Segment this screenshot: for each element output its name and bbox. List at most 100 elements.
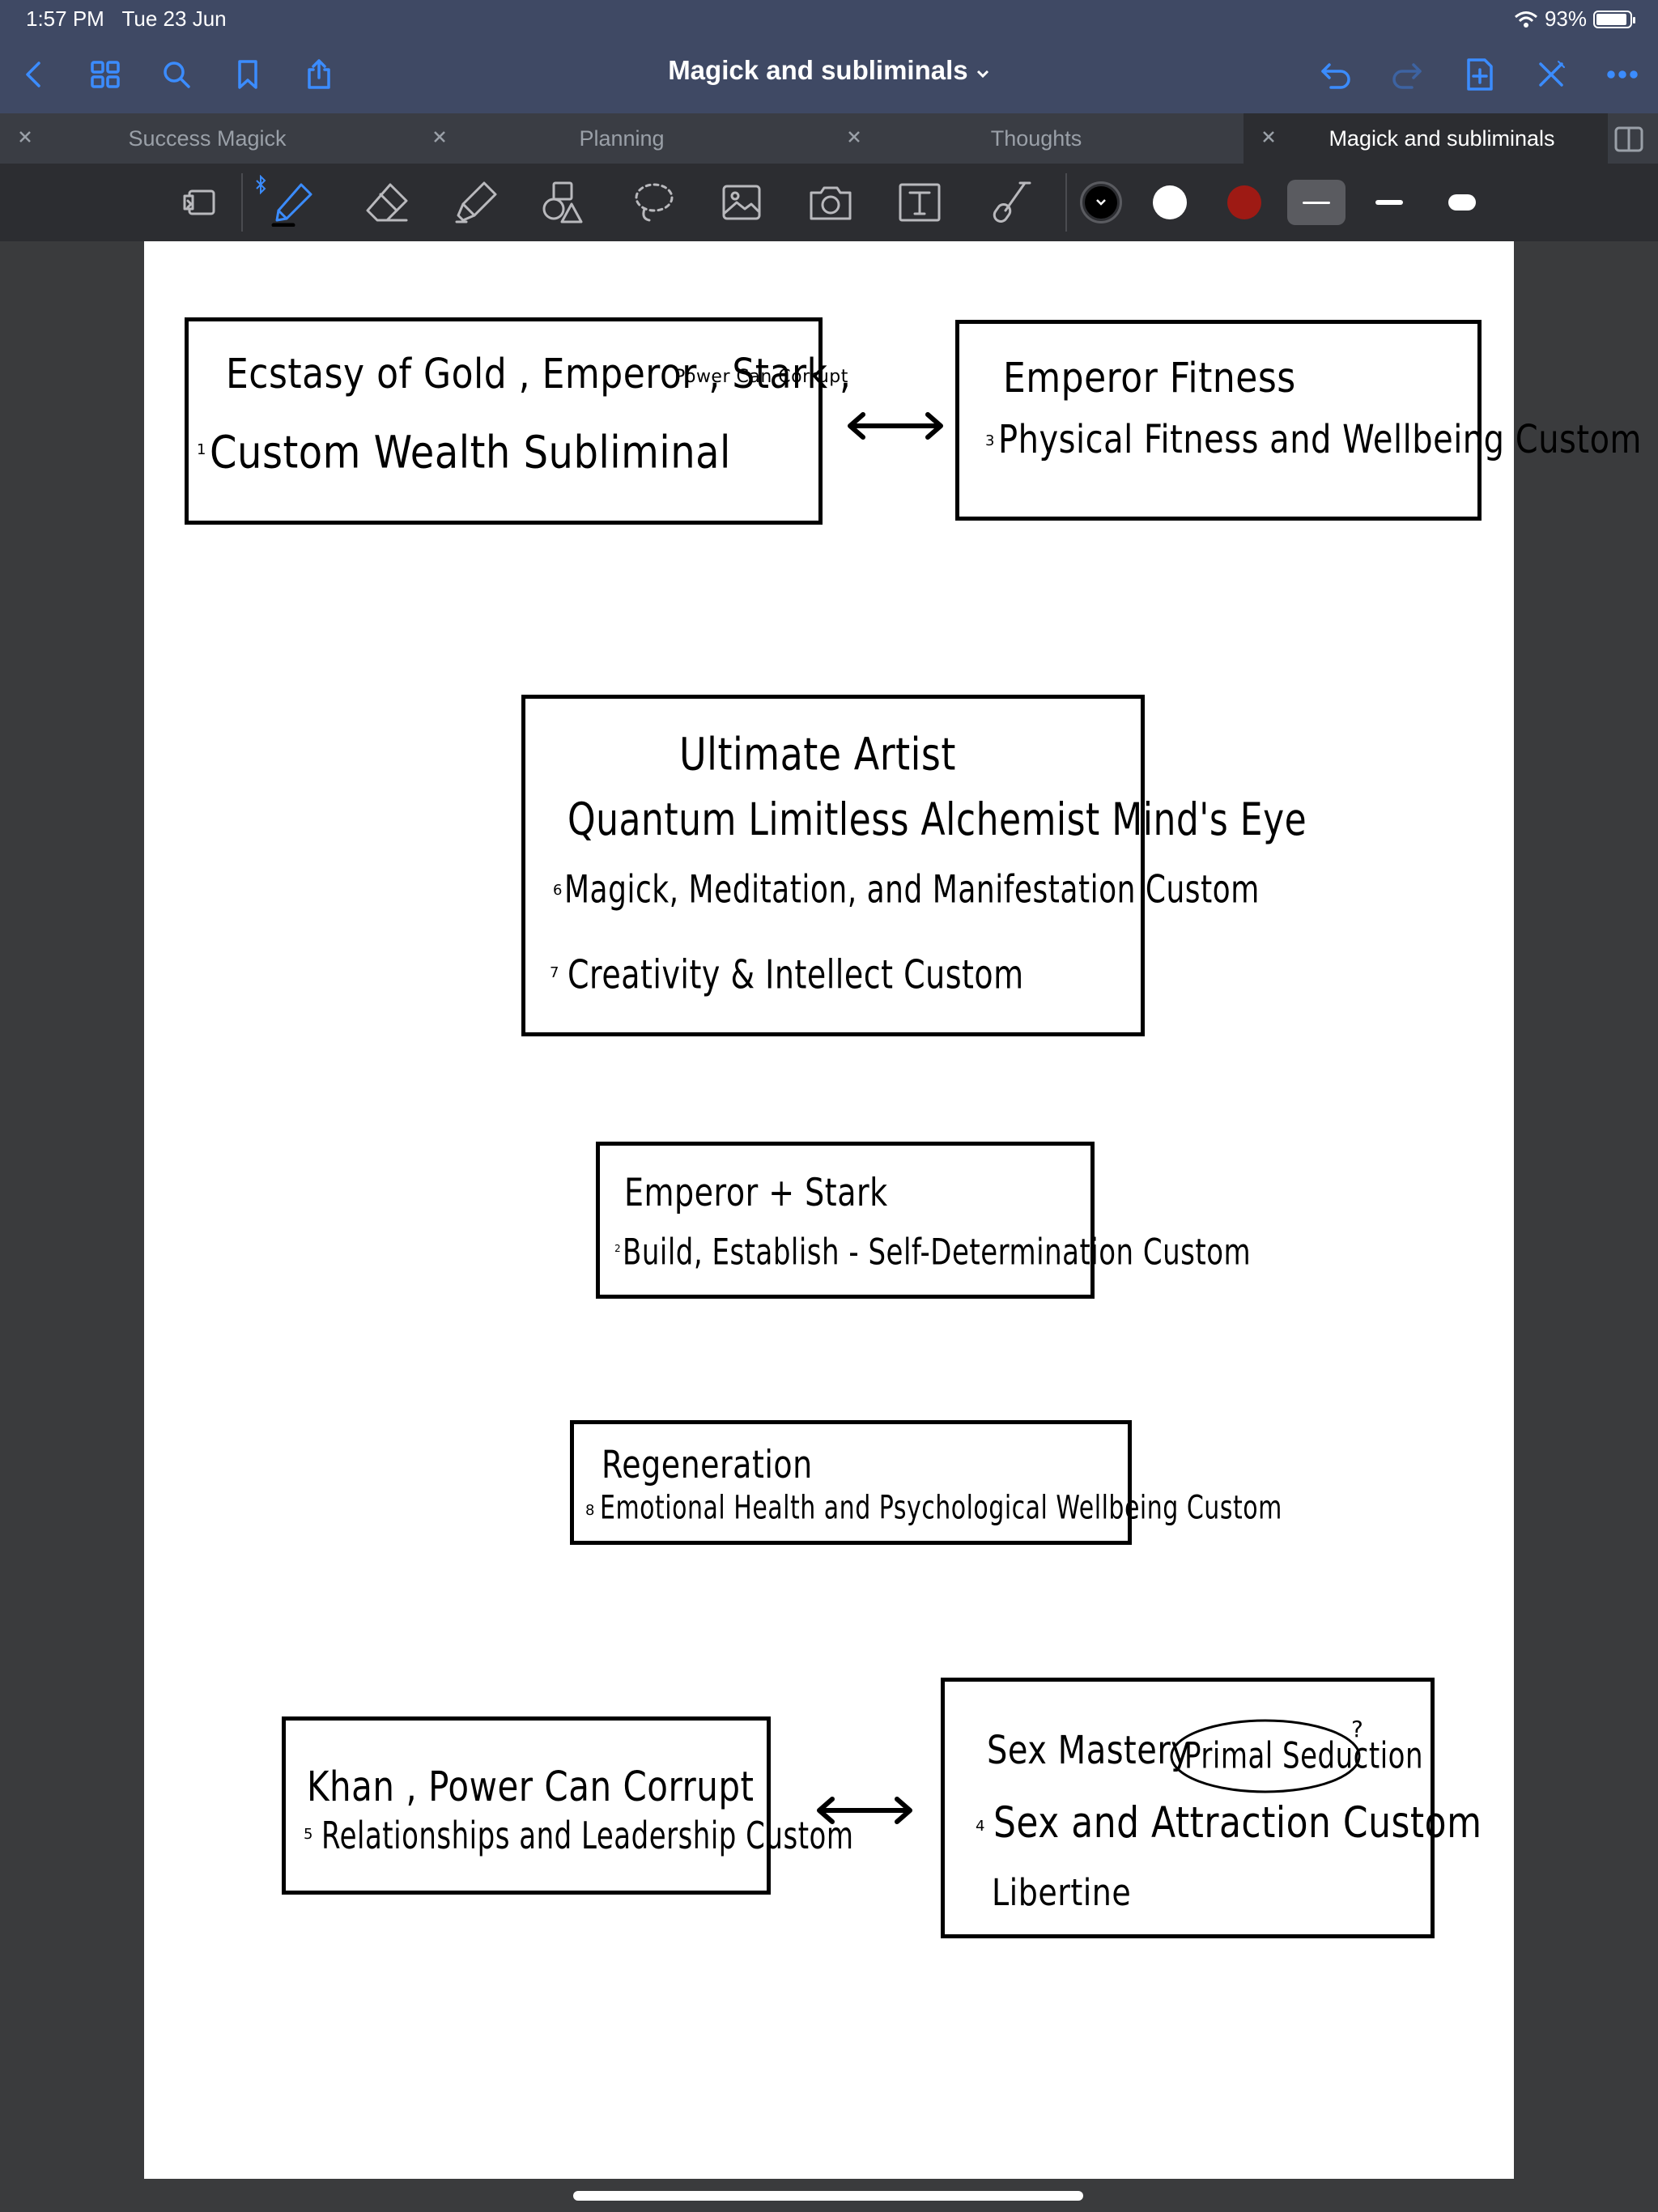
handwritten-text: Power Can Corrupt xyxy=(674,367,848,387)
color-swatch-white[interactable] xyxy=(1153,185,1187,219)
toolbar-divider xyxy=(1065,173,1067,232)
tab-success-magick[interactable]: Success Magick xyxy=(0,113,414,164)
top-bar: 1:57 PM Tue 23 Jun 93% Magick and sublim… xyxy=(0,0,1658,113)
stroke-medium-indicator xyxy=(1375,200,1403,205)
circled-annotation xyxy=(1170,1719,1361,1793)
handwritten-text: Emperor + Stark xyxy=(624,1170,888,1214)
handwritten-text: Physical Fitness and Wellbeing Custom xyxy=(998,418,1643,463)
battery-percent: 93% xyxy=(1544,6,1587,31)
handwritten-text: Creativity & Intellect Custom xyxy=(568,951,1024,998)
tab-label: Planning xyxy=(579,126,665,151)
handwritten-text: Sex Mastery xyxy=(987,1729,1191,1774)
close-icon[interactable] xyxy=(1528,52,1574,97)
tab-close-icon[interactable] xyxy=(13,125,37,149)
bookmark-icon[interactable] xyxy=(225,52,270,97)
handwritten-text: Quantum Limitless Alchemist Mind's Eye xyxy=(568,794,1307,846)
stroke-medium[interactable] xyxy=(1360,180,1418,225)
status-right: 93% xyxy=(1514,6,1635,32)
shapes-icon[interactable] xyxy=(539,178,588,227)
bluetooth-icon xyxy=(256,175,266,194)
undo-icon[interactable] xyxy=(1313,52,1358,97)
search-icon[interactable] xyxy=(154,52,199,97)
note-box-artist: Ultimate Artist Quantum Limitless Alchem… xyxy=(521,695,1307,1036)
handwritten-text: Custom Wealth Subliminal xyxy=(210,427,731,479)
status-time: 1:57 PM Tue 23 Jun xyxy=(26,6,227,32)
handwritten-text: Ecstasy of Gold , Emperor , Stark , xyxy=(226,351,852,398)
item-number: 6 xyxy=(553,882,563,899)
read-only-icon[interactable] xyxy=(176,178,225,227)
item-number: 1 xyxy=(197,441,206,458)
double-arrow-icon xyxy=(817,1797,912,1824)
item-number: 7 xyxy=(550,964,559,981)
handwritten-text: Regeneration xyxy=(602,1442,813,1487)
tab-label: Magick and subliminals xyxy=(1329,126,1555,151)
image-icon[interactable] xyxy=(717,178,766,227)
tab-label: Success Magick xyxy=(128,126,287,151)
eraser-icon[interactable] xyxy=(363,178,411,227)
note-box-sex-mastery: Sex Mastery Primal Seduction ? 4 Sex and… xyxy=(941,1678,1482,1938)
note-box-wealth: Ecstasy of Gold , Emperor , Stark , Powe… xyxy=(185,317,851,525)
handwritten-text: Primal Seduction xyxy=(1184,1735,1423,1777)
stroke-thick[interactable] xyxy=(1433,180,1491,225)
grid-icon[interactable] xyxy=(83,52,128,97)
stroke-thick-indicator xyxy=(1448,194,1476,211)
tab-planning[interactable]: Planning xyxy=(414,113,829,164)
tab-magick-and-subliminals[interactable]: Magick and subliminals xyxy=(1244,113,1608,164)
handwritten-text: Magick, Meditation, and Manifestation Cu… xyxy=(564,869,1260,912)
wifi-icon xyxy=(1514,11,1537,28)
tab-label: Thoughts xyxy=(990,126,1082,151)
laser-pointer-icon[interactable] xyxy=(986,178,1035,227)
item-number: 2 xyxy=(614,1243,621,1254)
tab-close-icon[interactable] xyxy=(1256,125,1281,149)
text-icon[interactable] xyxy=(895,178,944,227)
highlighter-icon[interactable] xyxy=(452,178,500,227)
handwritten-text: Sex and Attraction Custom xyxy=(993,1798,1482,1848)
lasso-icon[interactable] xyxy=(630,178,678,227)
back-icon[interactable] xyxy=(11,52,57,97)
handwritten-text: Khan , Power Can Corrupt xyxy=(307,1763,755,1810)
item-number: 4 xyxy=(976,1818,985,1835)
item-number: 5 xyxy=(304,1826,313,1843)
note-box-emperor-stark: Emperor + Stark 2 Build, Establish - Sel… xyxy=(596,1142,1251,1299)
handwritten-text: Emperor Fitness xyxy=(1003,355,1296,402)
pen-icon[interactable] xyxy=(269,178,317,227)
note-box-regeneration: Regeneration 8 Emotional Health and Psyc… xyxy=(570,1420,1282,1545)
more-icon[interactable] xyxy=(1600,52,1645,97)
item-number: 3 xyxy=(985,432,995,449)
camera-icon[interactable] xyxy=(806,178,855,227)
document-title-text: Magick and subliminals xyxy=(668,55,968,85)
tab-bar: Success Magick Planning Thoughts Magick … xyxy=(0,113,1658,164)
split-view-icon[interactable] xyxy=(1613,123,1645,155)
double-arrow-icon xyxy=(848,412,943,440)
toolbar-divider xyxy=(241,173,243,232)
stroke-thin-indicator xyxy=(1303,201,1330,204)
handwritten-text: Relationships and Leadership Custom xyxy=(321,1814,854,1858)
battery-fill xyxy=(1596,13,1626,25)
notebook-page[interactable]: Ecstasy of Gold , Emperor , Stark , Powe… xyxy=(144,241,1642,2179)
add-page-icon[interactable] xyxy=(1457,52,1503,97)
tab-close-icon[interactable] xyxy=(427,125,452,149)
handwritten-text: Build, Establish - Self-Determination Cu… xyxy=(623,1231,1252,1274)
chevron-down-icon xyxy=(1096,199,1106,206)
question-mark: ? xyxy=(1351,1716,1364,1742)
color-swatch-selected[interactable] xyxy=(1080,181,1122,223)
item-number: 8 xyxy=(585,1502,595,1519)
share-icon[interactable] xyxy=(296,52,342,97)
stroke-thin[interactable] xyxy=(1287,180,1346,225)
battery-icon xyxy=(1593,10,1635,28)
drawing-toolbar xyxy=(0,164,1658,241)
clock: 1:57 PM xyxy=(26,6,104,31)
document-title-button[interactable]: Magick and subliminals xyxy=(668,55,990,85)
note-box-fitness: Emperor Fitness 3 Physical Fitness and W… xyxy=(955,320,1642,521)
note-box-khan: Khan , Power Can Corrupt 5 Relationships… xyxy=(282,1716,853,1895)
redo-icon[interactable] xyxy=(1384,52,1430,97)
handwritten-text: Libertine xyxy=(992,1871,1132,1914)
color-swatch-red[interactable] xyxy=(1227,185,1261,219)
color-swatch-black xyxy=(1085,186,1117,219)
handwritten-text: Ultimate Artist xyxy=(679,728,956,781)
tab-thoughts[interactable]: Thoughts xyxy=(829,113,1244,164)
tab-close-icon[interactable] xyxy=(842,125,866,149)
date: Tue 23 Jun xyxy=(121,6,227,31)
home-indicator[interactable] xyxy=(573,2191,1083,2201)
handwritten-text: Emotional Health and Psychological Wellb… xyxy=(600,1489,1282,1528)
